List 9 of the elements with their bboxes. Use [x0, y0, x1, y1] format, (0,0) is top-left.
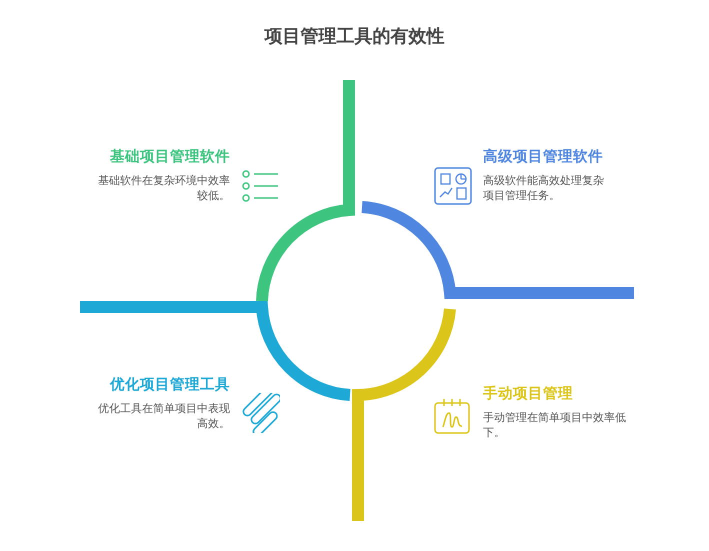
description-text: 手动管理在简单项目中效率低下。 [483, 410, 627, 440]
section-heading: 手动项目管理 [483, 385, 574, 404]
description-text: 优化工具在简单项目中表现高效。 [97, 401, 230, 431]
diagram-title: 项目管理工具的有效性 [263, 25, 446, 48]
description-text: 高级软件能高效处理复杂项目管理任务。 [483, 173, 605, 203]
section-heading: 高级项目管理软件 [483, 148, 604, 167]
section-heading: 基础项目管理软件 [109, 148, 230, 167]
section-heading: 优化项目管理工具 [108, 376, 230, 395]
description-text: 基础软件在复杂环境中效率较低。 [97, 173, 230, 203]
